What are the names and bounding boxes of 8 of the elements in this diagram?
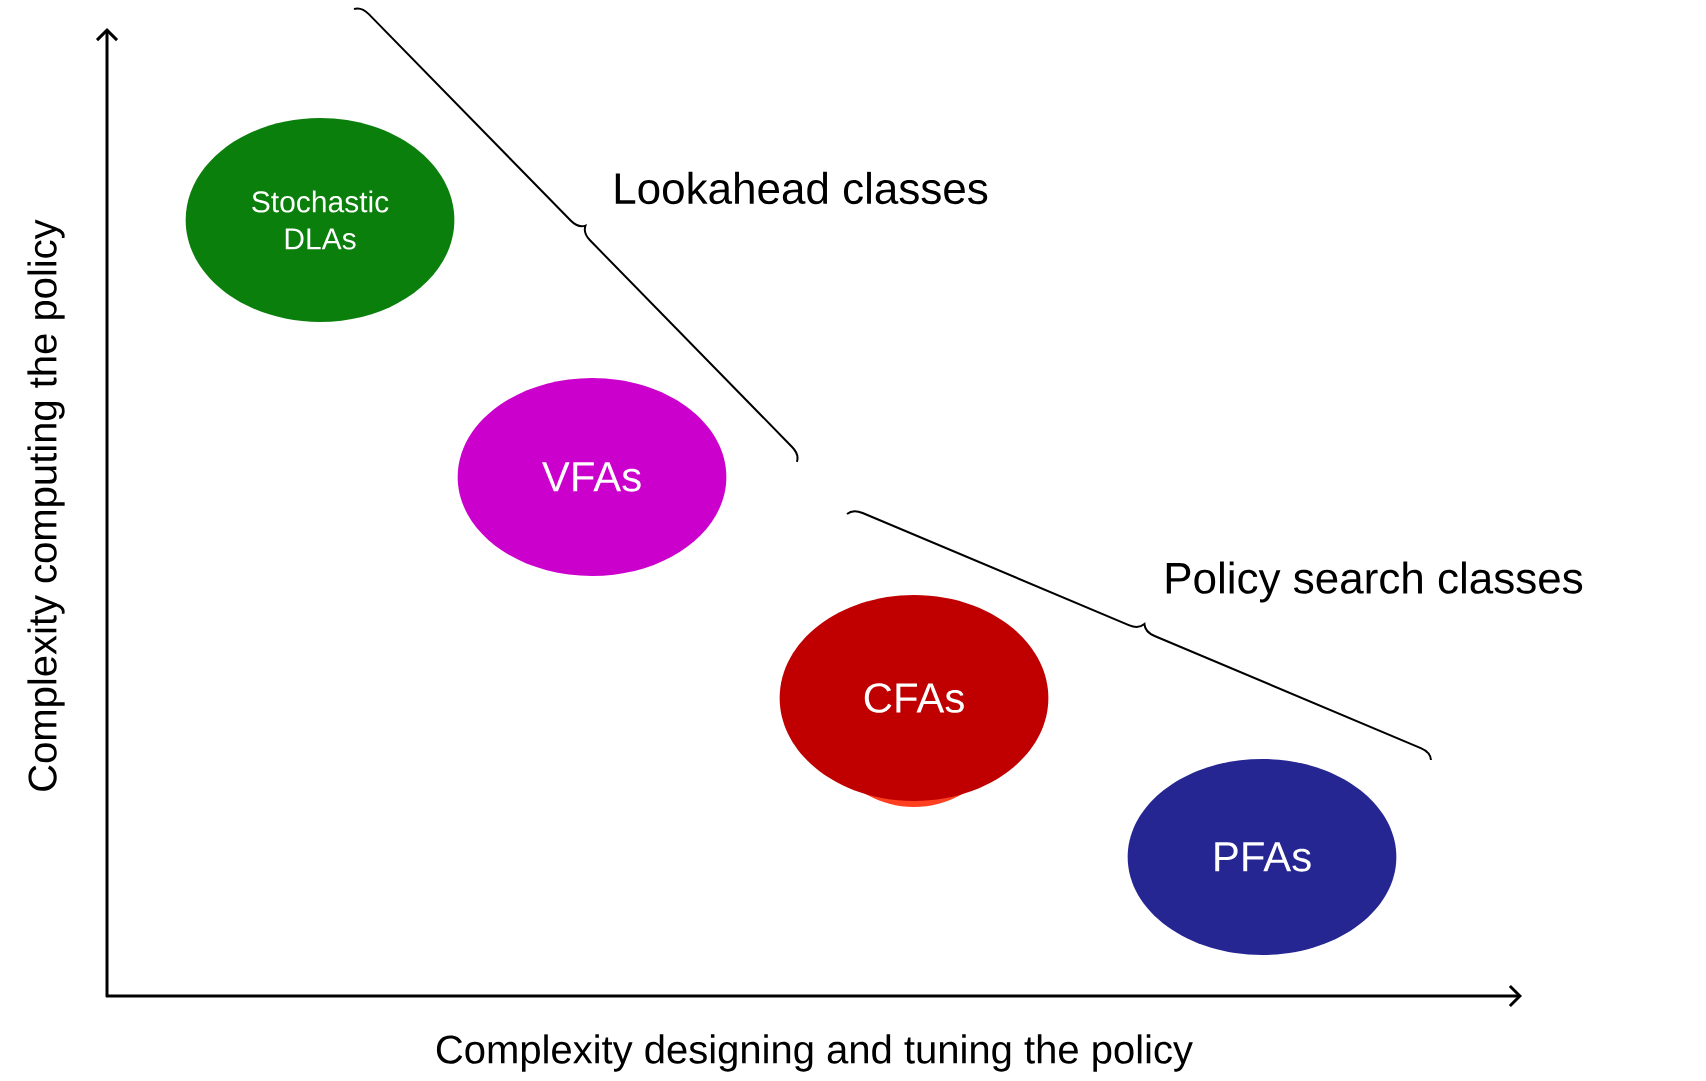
brace-label: Policy search classes (1166, 561, 1583, 603)
brace-label: Lookahead classes (615, 171, 988, 205)
axis-label: Complexity designing and tuning the policy (436, 1034, 1193, 1072)
circle-node: CFAs (779, 595, 1049, 807)
circle-node: PFAs (1127, 759, 1397, 955)
circle-node: VFAs (457, 378, 727, 576)
axis-label: Complexity computing the policy (27, 219, 65, 791)
circle-node: Stochastic DLAs (185, 118, 455, 322)
